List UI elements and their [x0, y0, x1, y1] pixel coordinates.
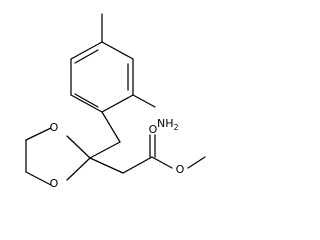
ester-oxygen: O — [176, 163, 185, 176]
dioxolane-oxygen-lower: O — [50, 177, 59, 190]
amine-label: NH2 — [157, 117, 179, 132]
bond-ketal-ch2 — [89, 157, 124, 174]
bond-ring-c1-c2 — [101, 41, 134, 60]
carbonyl-oxygen: O — [149, 123, 158, 136]
bond-ring-c4-c5 — [70, 94, 103, 113]
bond-ch2-ketal — [89, 141, 121, 159]
dioxolane-oxygen-upper: O — [50, 121, 59, 134]
amine-subscript: 2 — [174, 123, 179, 132]
bond-ch2-carbonyl — [122, 156, 153, 174]
bond-o-lower-ketal — [66, 157, 91, 181]
bond-ch2-o-lower — [25, 171, 52, 186]
chemical-structure: NH2 O O O O — [25, 13, 206, 190]
amine-text: NH — [157, 117, 174, 130]
bond-ring-amine — [132, 94, 156, 108]
bond-ester-o-methyl — [187, 156, 206, 169]
bond-ring-inner-3 — [74, 49, 99, 64]
bond-ring-ch2 — [101, 111, 121, 143]
bond-carbonyl-ester-o — [151, 156, 173, 169]
bond-ring-c3-c4 — [101, 94, 134, 113]
bond-ring-inner-2 — [74, 93, 99, 108]
bond-ketal-o-upper — [66, 135, 91, 159]
bond-ring-c6-c1 — [70, 41, 103, 60]
bond-o-upper-ch2 — [25, 127, 52, 141]
